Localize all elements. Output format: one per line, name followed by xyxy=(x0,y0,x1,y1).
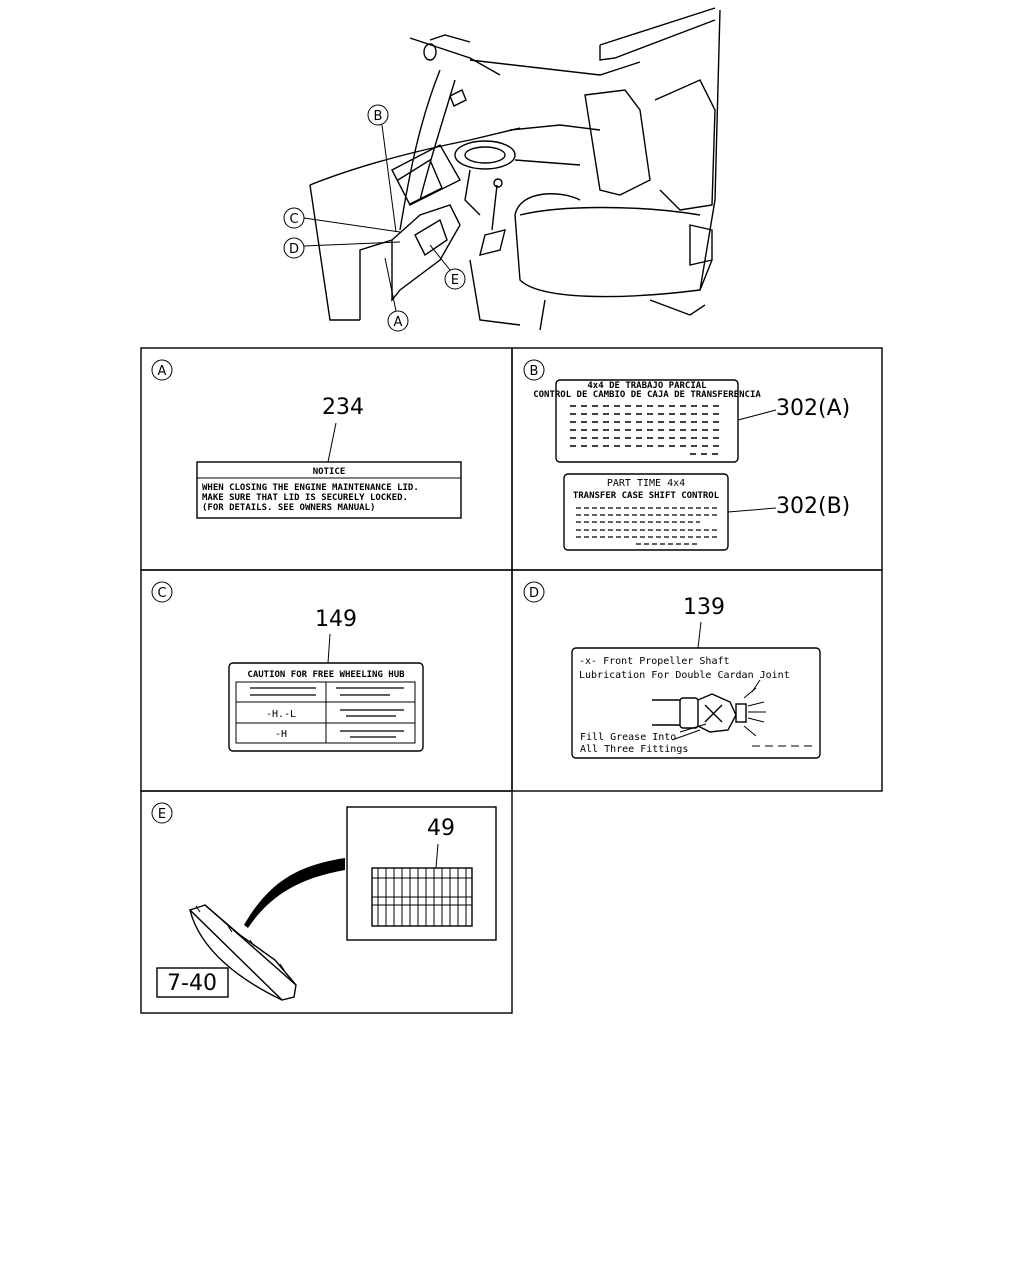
svg-text:All Three Fittings: All Three Fittings xyxy=(580,744,688,755)
svg-text:TRANSFER CASE SHIFT CONTROL: TRANSFER CASE SHIFT CONTROL xyxy=(573,491,720,501)
svg-text:4x4 DE TRABAJO PARCIAL: 4x4 DE TRABAJO PARCIAL xyxy=(587,381,707,391)
svg-text:B: B xyxy=(530,364,539,379)
reference-7-40: 7-40 xyxy=(167,971,217,996)
callout-b: B xyxy=(367,104,397,233)
svg-text:C: C xyxy=(289,212,298,227)
arrow-swoosh-icon xyxy=(244,858,345,928)
svg-text:A: A xyxy=(158,364,167,379)
svg-text:C: C xyxy=(157,586,166,601)
panel-c: C 149 CAUTION FOR FREE WHEELING HUB -H.-… xyxy=(151,581,424,752)
svg-text:D: D xyxy=(289,242,299,257)
part-number-302a: 302(A) xyxy=(776,396,850,421)
label-302a-text-lines xyxy=(570,405,722,455)
callout-a: A xyxy=(384,257,409,332)
cardan-joint-icon xyxy=(652,679,766,741)
svg-text:PART TIME 4x4: PART TIME 4x4 xyxy=(607,478,685,489)
svg-text:A: A xyxy=(394,315,403,330)
svg-text:B: B xyxy=(374,109,383,124)
svg-text:E: E xyxy=(158,807,166,822)
panel-e: E 49 xyxy=(151,802,497,1001)
svg-text:CAUTION FOR FREE WHEELING HUB: CAUTION FOR FREE WHEELING HUB xyxy=(247,670,405,680)
svg-text:-H.-L: -H.-L xyxy=(266,709,296,720)
svg-text:-H: -H xyxy=(275,729,287,740)
part-number-302b: 302(B) xyxy=(776,494,850,519)
panel-a: A 234 NOTICE WHEN CLOSING THE ENGINE MAI… xyxy=(151,359,462,519)
part-number-49: 49 xyxy=(427,816,455,841)
svg-text:-x- Front Propeller Shaft: -x- Front Propeller Shaft xyxy=(579,656,730,667)
label-302b-text-lines xyxy=(576,507,718,545)
panel-b: B 4x4 DE TRABAJO PARCIAL CONTROL DE CAMB… xyxy=(523,359,850,551)
panel-d: D 139 -x- Front Propeller Shaft Lubricat… xyxy=(523,581,821,759)
svg-text:Lubrication For Double Cardan: Lubrication For Double Cardan Joint xyxy=(579,670,790,681)
svg-text:(FOR DETAILS. SEE OWNERS MANUA: (FOR DETAILS. SEE OWNERS MANUAL) xyxy=(202,503,375,513)
svg-text:MAKE SURE THAT LID IS SECURELY: MAKE SURE THAT LID IS SECURELY LOCKED. xyxy=(202,493,408,503)
svg-text:WHEN CLOSING THE ENGINE MAINTE: WHEN CLOSING THE ENGINE MAINTENANCE LID. xyxy=(202,483,419,493)
callout-d: D xyxy=(283,237,401,259)
part-number-139: 139 xyxy=(683,595,725,620)
part-number-149: 149 xyxy=(315,607,357,632)
svg-text:D: D xyxy=(529,586,539,601)
part-number-234: 234 xyxy=(322,395,364,420)
cab-interior-illustration xyxy=(309,7,721,331)
callout-e: E xyxy=(429,244,466,290)
svg-text:CONTROL DE CAMBIO DE CAJA DE T: CONTROL DE CAMBIO DE CAJA DE TRANSFERENC… xyxy=(533,390,761,400)
notice-label-title: NOTICE xyxy=(313,467,346,477)
svg-text:Fill Grease Into: Fill Grease Into xyxy=(580,732,676,743)
panel-grid xyxy=(140,347,883,1014)
svg-text:E: E xyxy=(451,273,459,288)
glove-box-lid-icon xyxy=(188,904,297,1001)
callout-c: C xyxy=(283,207,401,233)
